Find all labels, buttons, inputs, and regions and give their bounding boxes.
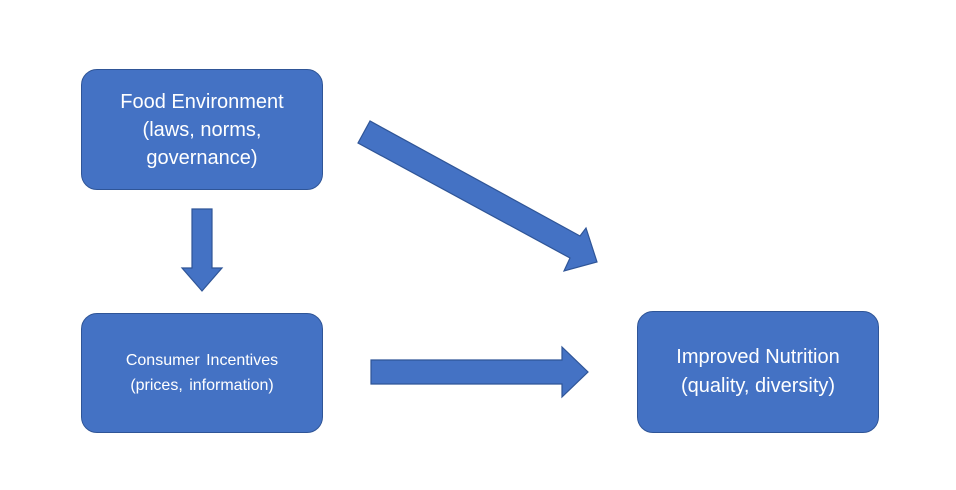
arrow-consumer-to-nutrition	[370, 345, 589, 399]
node-food-environment-detail-2: governance)	[146, 146, 258, 169]
arrow-food-to-consumer	[180, 208, 224, 292]
node-improved-nutrition-detail: (quality, diversity)	[680, 375, 836, 397]
node-food-environment: Food Environment (laws, norms, governanc…	[81, 69, 323, 190]
node-improved-nutrition-title: Improved Nutrition	[676, 346, 840, 368]
arrow-food-to-nutrition	[357, 120, 598, 272]
node-consumer-incentives: Consumer Incentives (prices, information…	[81, 313, 323, 433]
node-consumer-incentives-detail: (prices, information)	[130, 377, 274, 394]
node-consumer-incentives-title: Consumer Incentives	[125, 352, 279, 369]
node-food-environment-detail-1: (laws, norms,	[142, 118, 262, 141]
node-food-environment-title: Food Environment	[120, 90, 284, 113]
node-improved-nutrition: Improved Nutrition (quality, diversity)	[637, 311, 879, 433]
